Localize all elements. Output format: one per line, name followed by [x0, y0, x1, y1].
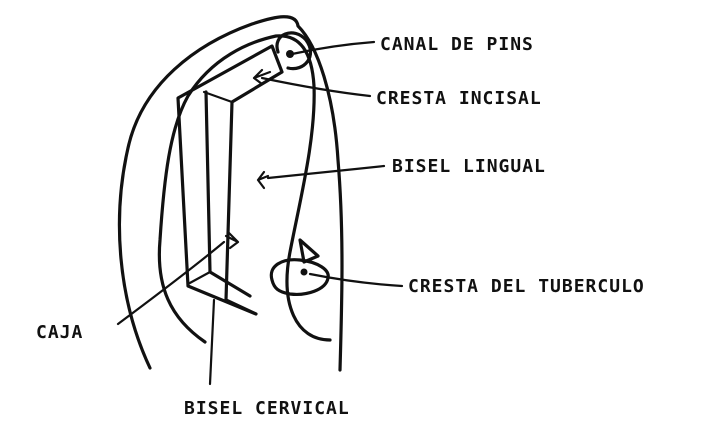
- lingual-surface-contour: [159, 36, 330, 342]
- lingual-bevel-arrow: [258, 172, 268, 188]
- leader-bisel-cervical: [210, 300, 214, 384]
- cingulum-point: [301, 269, 308, 276]
- label-caja: CAJA: [36, 322, 83, 343]
- cingulum-notch: [300, 240, 318, 262]
- leader-bisel-lingual: [268, 166, 384, 178]
- box-floor-line: [204, 92, 232, 102]
- label-bisel-cervical: BISEL CERVICAL: [184, 398, 350, 419]
- label-bisel-lingual: BISEL LINGUAL: [392, 156, 546, 177]
- label-cresta-incisal: CRESTA INCISAL: [376, 88, 542, 109]
- box-side-line: [188, 272, 210, 284]
- label-cresta-del-tuberculo: CRESTA DEL TUBERCULO: [408, 276, 645, 297]
- leader-caja: [118, 242, 224, 324]
- cingulum-outline: [271, 260, 328, 295]
- label-canal-de-pins: CANAL DE PINS: [380, 34, 534, 55]
- leader-cresta-incisal: [262, 78, 370, 96]
